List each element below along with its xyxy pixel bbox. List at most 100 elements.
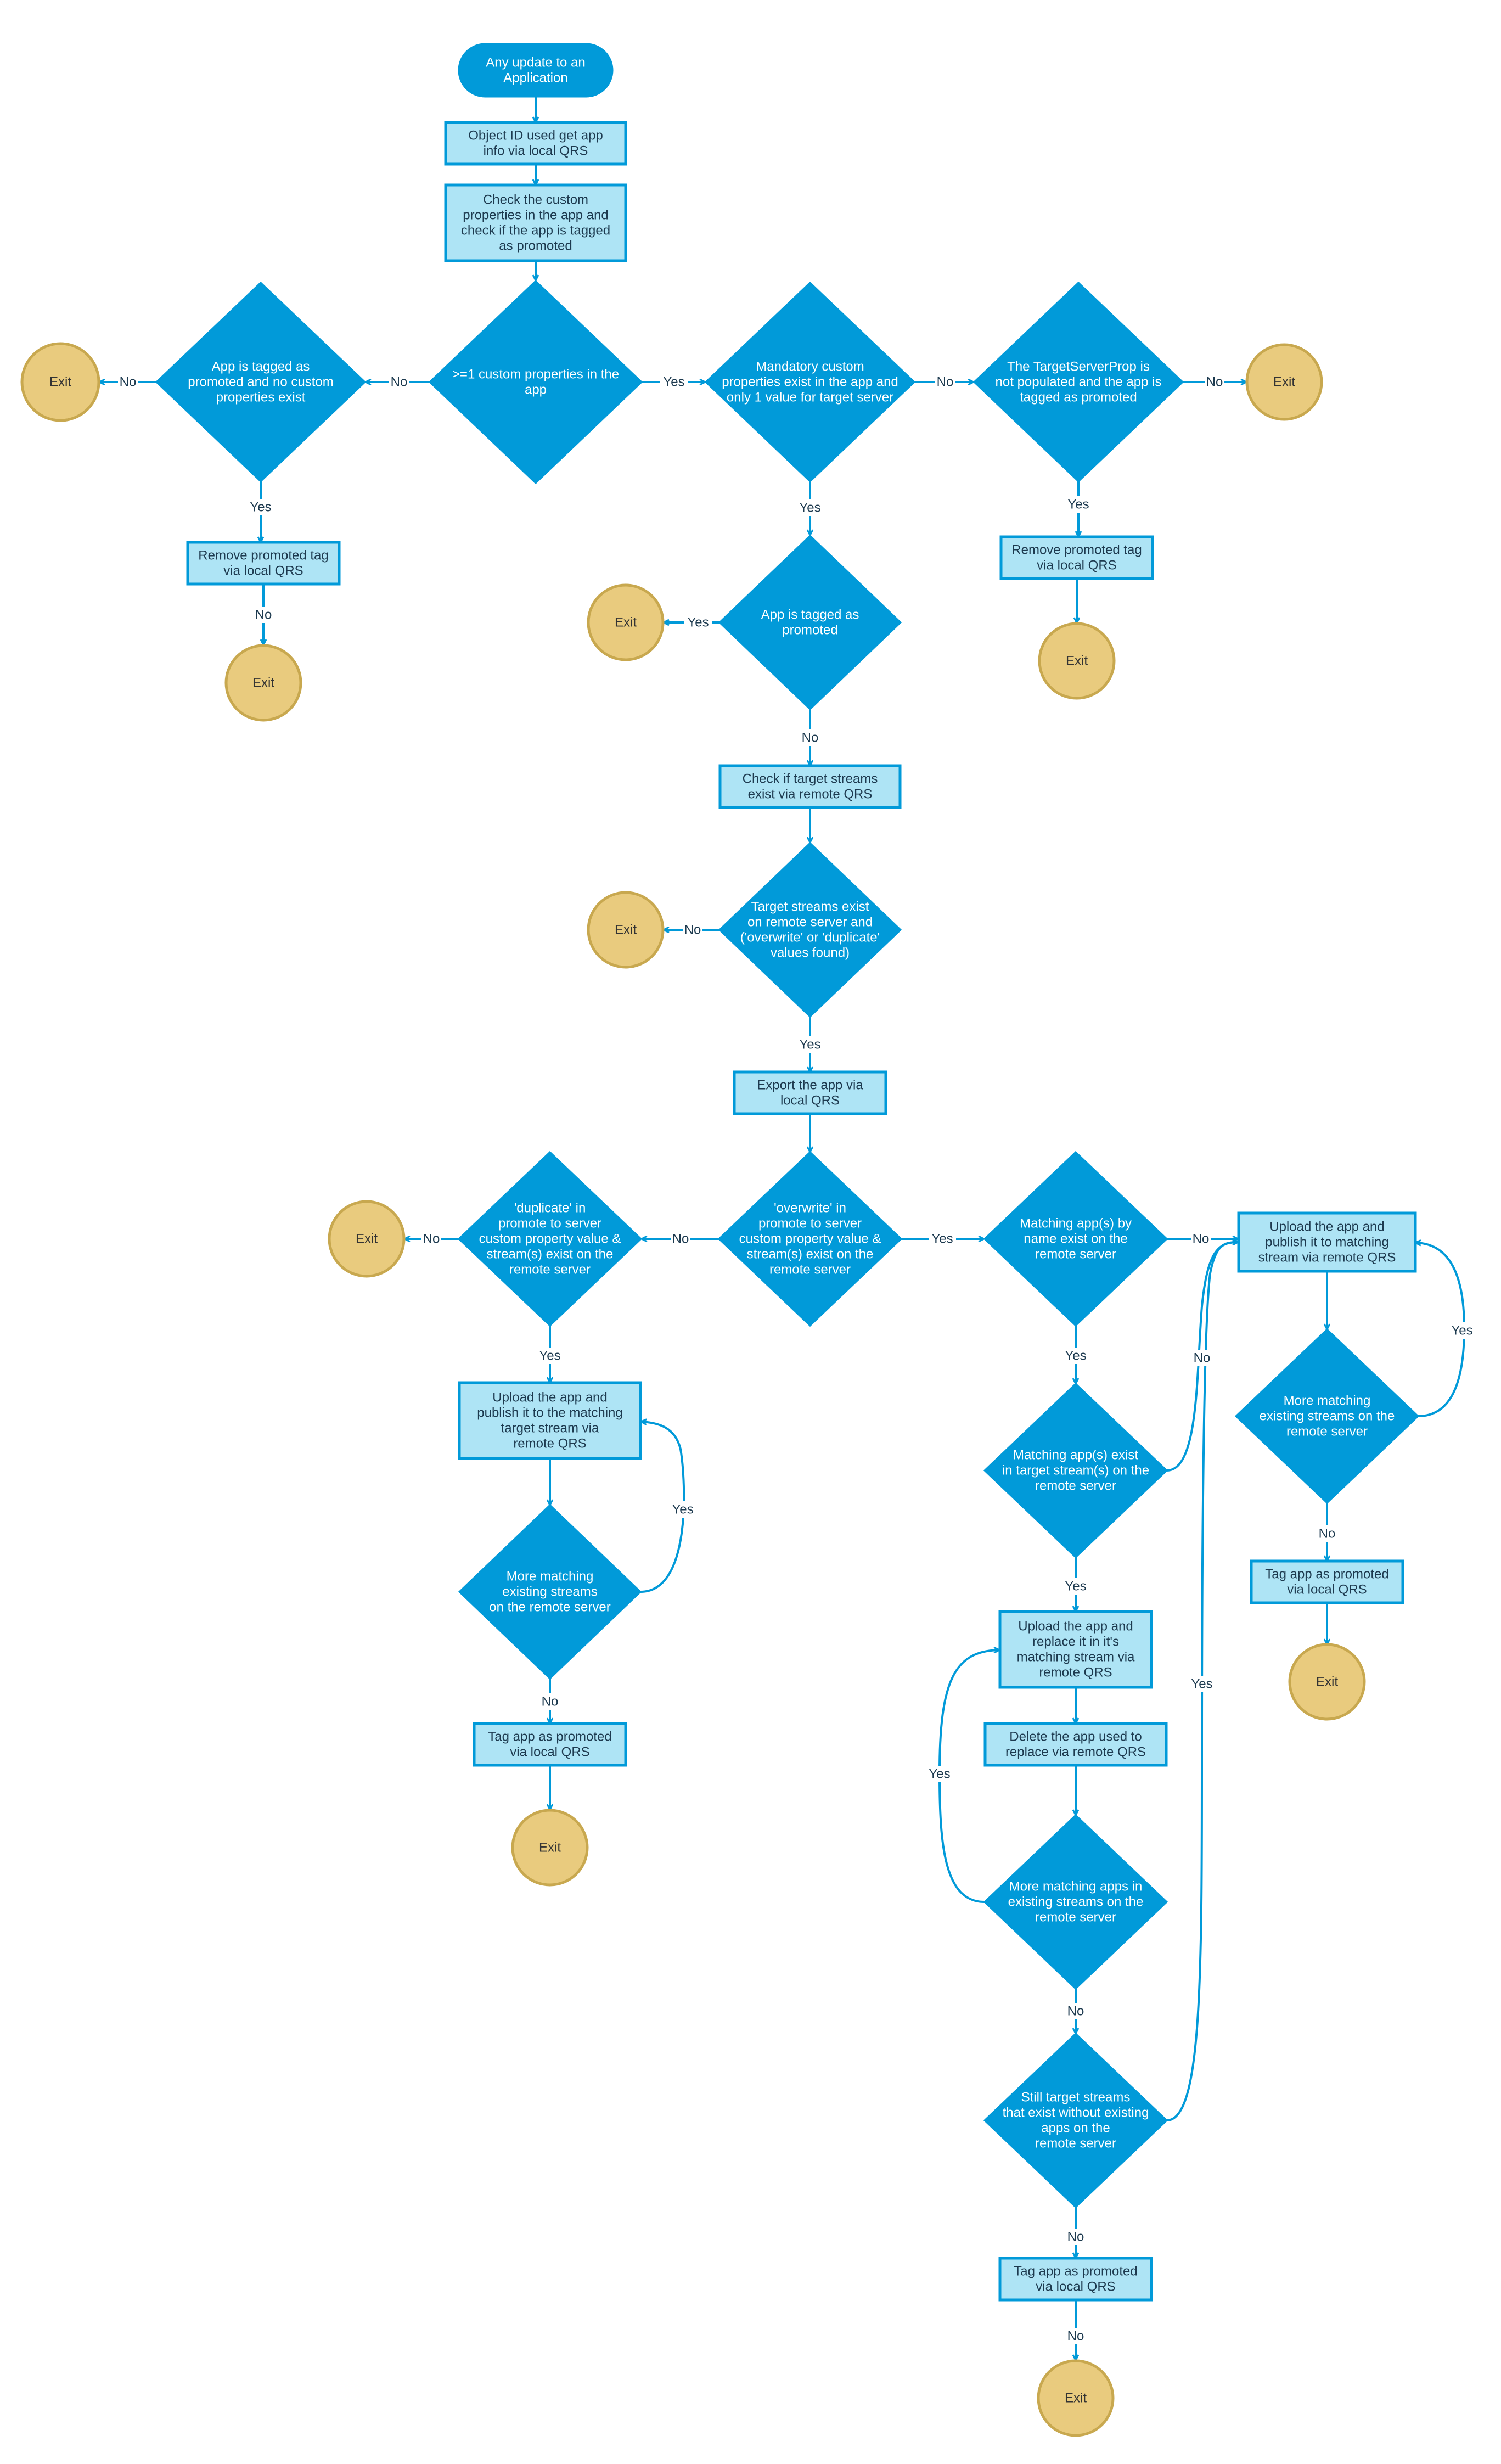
edge-label-duplicate-no: No — [421, 1231, 441, 1247]
node-text-line: check if the app is tagged — [461, 223, 610, 238]
node-text-line: in target stream(s) on the — [1002, 1463, 1149, 1478]
node-text-line: Still target streams — [1021, 2090, 1131, 2105]
node-text-line: target stream via — [501, 1421, 599, 1436]
exit-circle — [224, 644, 302, 722]
edge-label-text: Yes — [687, 615, 709, 630]
decision-diamond — [428, 279, 643, 485]
process-box — [983, 1722, 1168, 1767]
node-text-line: Exit — [356, 1232, 378, 1247]
node-text-line: Exit — [1065, 2391, 1087, 2406]
decision-diamond — [1234, 1328, 1420, 1505]
edge-label-text: No — [1194, 1351, 1211, 1366]
edge-label-overwrite-no: No — [671, 1231, 690, 1247]
node-text-line: existing streams on the — [1260, 1409, 1395, 1424]
edge-label-bg — [796, 499, 824, 516]
decision-diamond — [718, 534, 902, 711]
decision-diamond — [717, 1150, 903, 1327]
edge-label-matching-stream-yes: Yes — [1062, 1578, 1089, 1595]
edge-label-text: No — [1067, 2004, 1084, 2019]
edge-label-tagged-promoted-yes: Yes — [684, 614, 712, 631]
node-text-line: Check the custom — [483, 193, 588, 207]
edge-label-bg — [926, 1766, 953, 1782]
edge-label-streams-exist-yes: Yes — [796, 1036, 824, 1053]
edge-label-bg — [536, 1348, 564, 1364]
edge-label-text: No — [937, 375, 954, 390]
edge-label-remove-left-no: No — [254, 607, 273, 623]
node-text-line: Upload the app and — [492, 1390, 608, 1405]
node-exit-far-right: Exit — [1245, 343, 1323, 421]
edge-label-more-far-no: No — [1317, 1525, 1337, 1542]
node-text-line: promote to server — [498, 1216, 601, 1231]
node-text-line: Mandatory custom — [756, 360, 864, 374]
edge-label-text: No — [391, 375, 408, 390]
edge-label-props-no: No — [389, 374, 409, 390]
node-text-line: via local QRS — [1037, 558, 1116, 573]
edge-label-bg — [118, 374, 138, 390]
exit-circle — [1288, 1643, 1366, 1721]
node-text-line: Upload the app and — [1018, 1619, 1133, 1634]
edge-label-bg — [796, 1036, 824, 1053]
node-text-line: only 1 value for target server — [727, 390, 893, 405]
node-text-line: App is tagged as — [212, 360, 310, 374]
node-text-line: app — [525, 383, 547, 397]
decision-diamond — [457, 1150, 643, 1327]
node-d-matching-stream: Matching app(s) existin target stream(s)… — [983, 1382, 1168, 1559]
exit-circle — [20, 342, 100, 422]
edge-label-text: No — [255, 608, 272, 622]
process-box — [999, 535, 1154, 580]
edge-label-bg — [1205, 374, 1224, 390]
process-box — [998, 1610, 1153, 1689]
edge-label-still-streams-yes: Yes — [1188, 1676, 1216, 1692]
node-text-line: remote server — [1035, 2136, 1116, 2151]
decision-diamond — [718, 841, 902, 1018]
node-text-line: via local QRS — [223, 564, 303, 579]
edge-label-text: Yes — [539, 1349, 560, 1363]
node-text-line: replace it in it's — [1032, 1635, 1119, 1649]
process-box — [998, 2257, 1153, 2302]
node-text-line: promote to server — [758, 1216, 862, 1231]
edge-label-bg — [929, 1231, 956, 1247]
node-text-line: Tag app as promoted — [488, 1730, 611, 1744]
edge-label-text: Yes — [799, 1037, 820, 1052]
process-box — [718, 764, 902, 809]
node-text-line: properties exist in the app and — [722, 375, 898, 390]
node-text-line: More matching — [1284, 1394, 1371, 1408]
node-text-line: remote server — [1035, 1910, 1116, 1925]
edge-label-bg — [1317, 1525, 1337, 1542]
node-text-line: on remote server and — [747, 915, 873, 930]
edge-label-matching-name-no: No — [1191, 1231, 1211, 1247]
edge-label-targetprop-no: No — [1205, 374, 1224, 390]
exit-circle — [511, 1809, 589, 1887]
edge-label-text: Yes — [799, 501, 820, 515]
node-exit-dup: Exit — [328, 1200, 406, 1278]
decision-diamond — [458, 1503, 642, 1680]
edge-label-tagged-nocustom-yes: Yes — [247, 499, 274, 515]
edge-label-tag-ow-no: No — [1066, 2328, 1086, 2344]
edge-label-tagged-nocustom-no: No — [118, 374, 138, 390]
node-text-line: via local QRS — [1036, 2280, 1115, 2294]
node-text-line: not populated and the app is — [996, 375, 1162, 390]
edge-label-more-dup-no: No — [540, 1693, 560, 1710]
node-text-line: name exist on the — [1024, 1232, 1127, 1247]
edge-label-text: No — [802, 731, 819, 745]
node-text-line: Object ID used get app — [468, 128, 603, 143]
node-text-line: Delete the app used to — [1009, 1730, 1142, 1744]
node-text-line: App is tagged as — [761, 608, 859, 622]
node-exit-ow: Exit — [1037, 2359, 1115, 2437]
edge-label-bg — [660, 374, 688, 390]
edge-label-bg — [1066, 2229, 1086, 2245]
edge-label-text: No — [1206, 375, 1223, 390]
node-text-line: remote server — [1035, 1479, 1116, 1494]
process-box — [444, 121, 627, 166]
edge-label-text: No — [120, 375, 137, 390]
edge-label-bg — [1191, 1231, 1211, 1247]
edge-label-bg — [671, 1231, 690, 1247]
decision-diamond — [972, 281, 1184, 483]
node-text-line: stream(s) exist on the — [747, 1247, 874, 1262]
